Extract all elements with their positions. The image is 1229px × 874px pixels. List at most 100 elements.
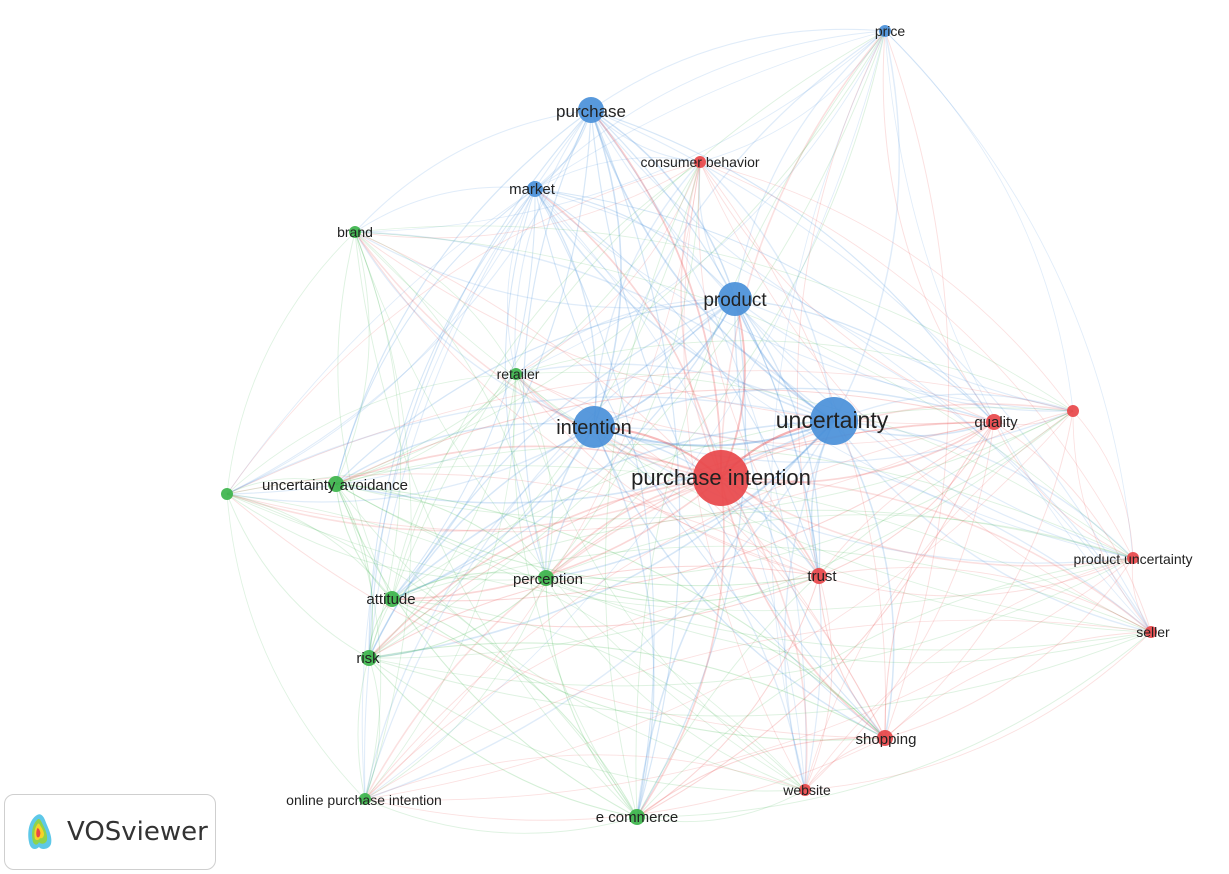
node-perception[interactable] [538,570,554,586]
node-website[interactable] [799,784,811,796]
node-retailer[interactable] [510,368,522,380]
node-e-commerce[interactable] [629,809,645,825]
network-link [515,373,820,577]
network-link [354,225,1074,412]
network-link [636,421,995,818]
network-link [364,575,820,800]
node-online-purchase-intention[interactable] [359,793,371,805]
node-label-purchase: purchase [556,102,626,121]
network-link [734,298,822,791]
node-label-quality: quality [974,414,1018,431]
network-link [804,410,1074,791]
network-link [833,30,900,422]
network-link [335,420,835,504]
network-link [734,298,886,739]
vosviewer-heatmap-icon [28,814,52,850]
network-link [636,737,886,818]
node-quality[interactable] [986,414,1002,430]
network-link [354,231,806,791]
network-link [590,109,622,428]
network-link [734,298,1074,412]
network-link [515,340,1074,412]
network-link [354,231,1134,559]
network-link [534,188,736,300]
network-link [545,577,886,739]
network-link [884,631,1152,739]
network-link [636,477,725,818]
network-link [354,231,595,428]
network-link [368,421,995,659]
network-link [593,387,995,428]
node-uncertainty-avoidance[interactable] [328,476,344,492]
network-link [364,298,736,800]
node-unlabeled-red[interactable] [1067,405,1079,417]
network-link [734,298,995,423]
network-link [226,30,886,495]
network-link [545,161,701,579]
network-link [335,445,722,485]
node-unlabeled-green[interactable] [221,488,233,500]
node-trust[interactable] [811,568,827,584]
network-link [534,188,886,739]
network-link [515,373,995,445]
node-brand[interactable] [349,226,361,238]
node-product-uncertainty[interactable] [1127,552,1139,564]
network-link [391,420,835,600]
vosviewer-logo: VOSviewer [4,794,216,870]
node-label-intention: intention [556,417,632,439]
network-link [226,231,356,495]
node-price[interactable] [879,25,891,37]
node-shopping[interactable] [877,730,893,746]
network-link [804,557,1134,791]
network-link [720,477,1134,567]
network-link [364,477,722,800]
network-link [514,109,592,375]
node-seller[interactable] [1145,626,1157,638]
network-link [593,410,1074,464]
network-link [391,109,592,600]
node-purchase-intention[interactable] [693,450,749,506]
node-product[interactable] [718,282,752,316]
network-link [226,493,393,600]
network-link [368,30,886,659]
node-consumer-behavior[interactable] [694,156,706,168]
node-market[interactable] [527,181,543,197]
network-link [590,109,995,423]
network-link [226,478,337,495]
network-link [364,421,995,800]
network-link [226,473,820,577]
node-label-retailer: retailer [497,366,540,382]
network-link [368,410,1074,659]
network-link [368,109,592,659]
network-link [391,30,886,600]
network-link [534,188,820,577]
network-link [534,188,655,818]
network-link [590,109,681,818]
network-link [364,410,1074,800]
network-link [364,754,806,800]
network-link [1131,557,1152,633]
network-link [636,298,747,818]
network-link [993,421,1134,559]
network-link [699,161,995,423]
network-nodes [221,25,1157,825]
network-link [335,188,536,485]
network-link [391,598,638,818]
node-label-website: website [782,782,831,798]
network-link [391,373,517,600]
network-link [593,426,1152,633]
node-attitude[interactable] [384,591,400,607]
node-uncertainty[interactable] [810,397,858,445]
network-link [636,789,806,823]
network-link [335,30,886,485]
network-link [636,420,835,818]
network-link [368,426,595,659]
network-link [515,373,886,739]
network-link [226,493,366,800]
network-link [354,231,412,800]
node-purchase[interactable] [578,97,604,123]
network-link [699,30,886,163]
node-risk[interactable] [361,650,377,666]
node-intention[interactable] [573,406,615,448]
